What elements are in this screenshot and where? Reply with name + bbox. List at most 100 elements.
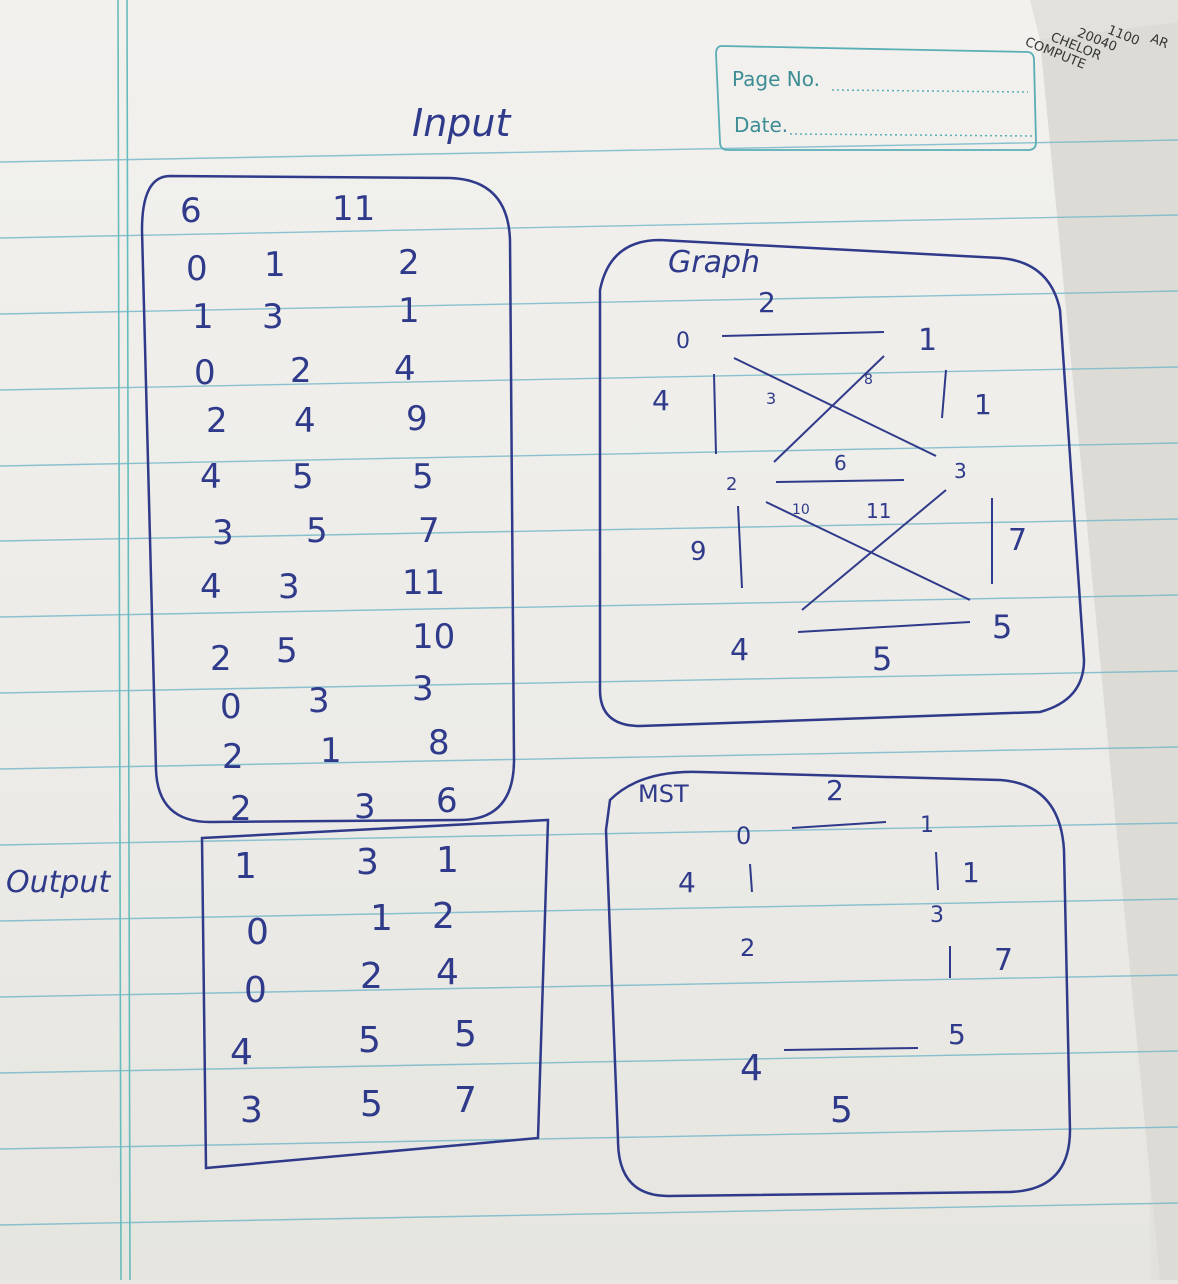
input-cell: 4 [200,457,222,497]
graph-edge-0-1 [721,331,885,337]
input-cell: 5 [292,457,314,497]
graph-edge-4-5 [797,621,971,633]
input-cell: 2 [222,737,244,777]
output-box [200,818,550,1170]
output-cell: 2 [360,956,383,997]
mst-box [604,770,1072,1198]
mst-node-2: 2 [740,934,755,962]
output-cell: 4 [436,952,459,993]
input-cell: 2 [290,351,312,391]
mst-title: MST [638,780,689,808]
input-cell: 0 [186,249,208,289]
mst-node-3: 3 [930,903,944,928]
output-cell: 3 [356,842,379,883]
graph-edge-2-3 [775,479,905,483]
graph-edge-2-1 [773,355,885,463]
output-cell: 5 [358,1020,381,1061]
adjacent-notebook [1030,0,1178,1280]
output-cell: 2 [432,896,455,937]
input-cell: 2 [210,639,232,679]
input-cell: 1 [398,291,420,331]
graph-weight-0-2: 4 [652,384,670,417]
graph-weight-4-3: 11 [866,499,891,523]
graph-drawing: 0 1 2 3 4 5 2 4 1 3 8 6 9 7 10 11 5 [652,286,1027,678]
output-cell: 0 [246,912,269,953]
input-cell: 5 [276,631,298,671]
stamp-line-5: AR [1148,31,1170,52]
ruled-lines [0,139,1178,1226]
mst-weight-1-3: 1 [962,856,980,889]
graph-node-4: 4 [730,633,749,668]
mst-weight-0-1: 2 [826,774,844,807]
graph-node-3: 3 [954,459,967,483]
graph-weight-2-5: 10 [792,502,810,518]
input-cell: 2 [398,243,420,283]
page-header-box: Page No. Date. [715,45,1037,151]
output-cell: 3 [240,1090,263,1131]
input-cell: 10 [412,617,455,657]
input-cell: 2 [206,401,228,441]
output-cell: 1 [234,846,257,887]
mst-node-0: 0 [736,822,751,850]
input-cell: 3 [262,297,284,337]
page-no-label: Page No. [732,67,820,91]
graph-edge-2-4 [737,505,743,589]
output-cell: 1 [370,898,393,939]
graph-weight-1-3: 1 [974,388,992,421]
input-table: 6 11 0 1 2 1 3 1 0 2 4 2 4 9 4 5 5 3 5 7… [180,189,458,829]
output-table: 1 3 1 0 1 2 0 2 4 4 5 5 3 5 7 [230,840,477,1131]
graph-node-1: 1 [918,323,937,358]
graph-title: Graph [668,245,760,280]
input-cell: 1 [192,297,214,337]
input-cell: 1 [264,245,286,285]
mst-weight-3-5: 7 [994,943,1013,978]
output-cell: 5 [454,1014,477,1055]
output-cell: 1 [436,840,459,881]
graph-node-0: 0 [676,329,690,354]
input-cell: 11 [402,563,445,603]
graph-edge-2-5 [765,501,971,601]
input-box [140,174,516,824]
mst-drawing: 0 1 2 3 4 5 2 4 1 7 5 [678,774,1013,1131]
output-cell: 5 [360,1084,383,1125]
mst-edge-0-1 [791,821,887,829]
graph-box [598,238,1086,728]
input-cell: 9 [406,399,428,439]
mst-edge-1-3 [935,851,939,891]
output-cell: 4 [230,1032,253,1073]
input-cell: 3 [412,669,434,709]
input-cell: 0 [194,353,216,393]
input-m: 11 [332,189,375,229]
output-label: Output [6,865,111,900]
input-cell: 3 [308,681,330,721]
graph-weight-2-3: 6 [834,451,847,475]
input-cell: 7 [418,511,440,551]
graph-edge-4-3 [801,489,947,611]
mst-node-4: 4 [740,1048,763,1089]
graph-weight-2-1: 8 [864,372,873,388]
mst-weight-0-2: 4 [678,866,696,899]
input-n: 6 [180,191,202,231]
input-cell: 5 [412,457,434,497]
input-cell: 1 [320,731,342,771]
graph-weight-4-5: 5 [872,640,892,678]
output-cell: 7 [454,1080,477,1121]
graph-weight-3-5: 7 [1008,523,1027,558]
input-cell: 0 [220,687,242,727]
input-cell: 4 [294,401,316,441]
input-cell: 3 [278,567,300,607]
mst-edge-0-2 [749,863,753,893]
input-cell: 3 [354,787,376,827]
input-cell: 3 [212,513,234,553]
input-cell: 4 [394,349,416,389]
input-cell: 4 [200,567,222,607]
input-cell: 2 [230,789,252,829]
date-label: Date. [734,113,788,137]
input-cell: 6 [436,781,458,821]
mst-edge-4-5 [783,1047,919,1051]
mst-node-5: 5 [948,1018,966,1051]
graph-edge-0-3 [733,357,937,457]
graph-edge-0-2 [713,373,717,455]
